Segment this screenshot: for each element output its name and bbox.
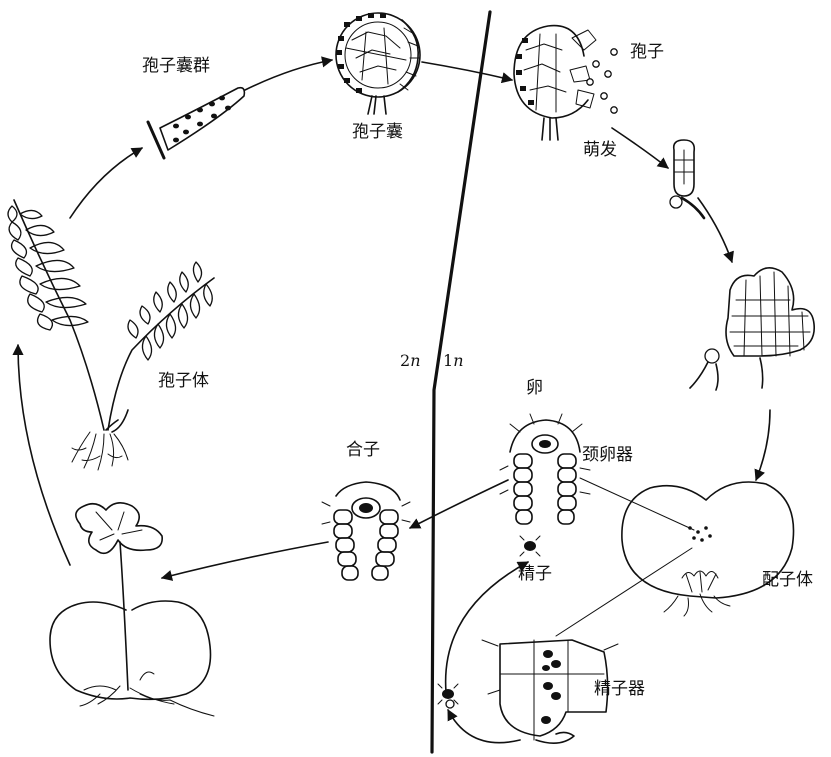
label-archegonium: 颈卵器 xyxy=(582,447,633,464)
label-zygote: 合子 xyxy=(346,442,380,459)
label-gametophyte: 配子体 xyxy=(762,572,813,589)
young-sporophyte xyxy=(50,503,214,716)
label-antheridium: 精子器 xyxy=(594,681,645,698)
label-haploid: 1n xyxy=(443,351,464,370)
diploid-variable: n xyxy=(410,351,420,370)
arrow-sperm-to-archegonium xyxy=(446,562,528,692)
sperm-cell-top xyxy=(520,536,540,556)
zygote-archegonium xyxy=(322,482,410,580)
sporangium-opening xyxy=(514,26,617,140)
haploid-number: 1 xyxy=(443,351,453,370)
arrow-young-to-mature-sporophyte xyxy=(18,345,70,565)
arrow-sorus-to-sporangium xyxy=(245,60,332,90)
arrow-zygote-to-young-sporophyte xyxy=(162,542,328,578)
diploid-number: 2 xyxy=(400,351,410,370)
label-egg: 卵 xyxy=(526,380,543,397)
arrow-germling-to-prothallus xyxy=(698,198,732,262)
ploidy-divider-line xyxy=(432,12,490,752)
germinating-spore xyxy=(670,140,704,218)
label-sorus: 孢子囊群 xyxy=(142,58,210,75)
label-spore: 孢子 xyxy=(630,44,664,61)
arrow-archegonium-to-zygote xyxy=(410,480,508,528)
young-prothallus xyxy=(690,268,814,390)
sorus-pinnule xyxy=(148,88,244,158)
sperm-cell-released xyxy=(438,684,458,708)
arrow-prothallus-to-gametophyte xyxy=(756,410,770,480)
arrow-sporangium-to-spores xyxy=(422,62,512,80)
mature-sporophyte xyxy=(8,200,214,470)
gametophyte-prothallus xyxy=(622,482,794,616)
archegonium-with-egg xyxy=(500,414,590,524)
label-sperm: 精子 xyxy=(518,566,552,583)
label-sporophyte: 孢子体 xyxy=(158,373,209,390)
arrow-antheridium-release-sperm xyxy=(448,710,520,743)
sporangium-closed xyxy=(336,13,420,114)
label-germination: 萌发 xyxy=(583,142,617,159)
pointer-line-antheridium xyxy=(556,548,692,636)
haploid-variable: n xyxy=(453,351,463,370)
arrow-spores-to-germling xyxy=(612,128,668,168)
label-sporangium: 孢子囊 xyxy=(352,124,403,141)
label-diploid: 2n xyxy=(400,351,421,370)
arrow-sporophyte-to-sorus xyxy=(70,148,142,218)
